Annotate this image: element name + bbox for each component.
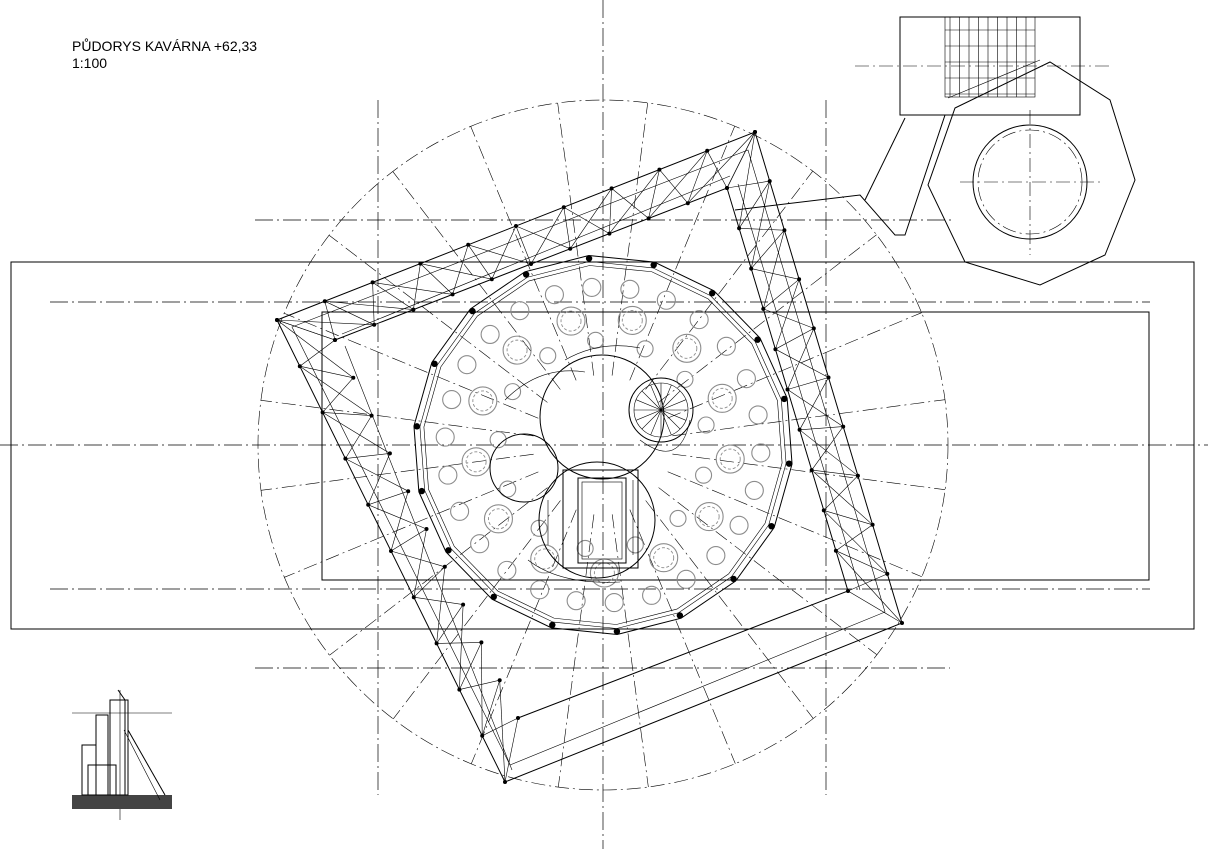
location-key [72,689,172,820]
drawing-title: PŮDORYS KAVÁRNA +62,33 [72,38,258,54]
cafe-ring-wall [413,255,793,635]
stair-treads [945,17,1035,97]
drawing-scale: 1:100 [72,55,108,71]
platform-outline [10,261,1195,630]
stair-tower [734,16,1136,286]
truss-structure [276,131,903,783]
spiral-stair [634,383,688,437]
radial-lines [260,102,946,788]
drawing-title-block: PŮDORYS KAVÁRNA +62,33 1:100 [72,38,257,72]
truss-diagonals [275,130,904,784]
outer-boundary-circle [257,99,949,791]
central-core [489,345,694,583]
